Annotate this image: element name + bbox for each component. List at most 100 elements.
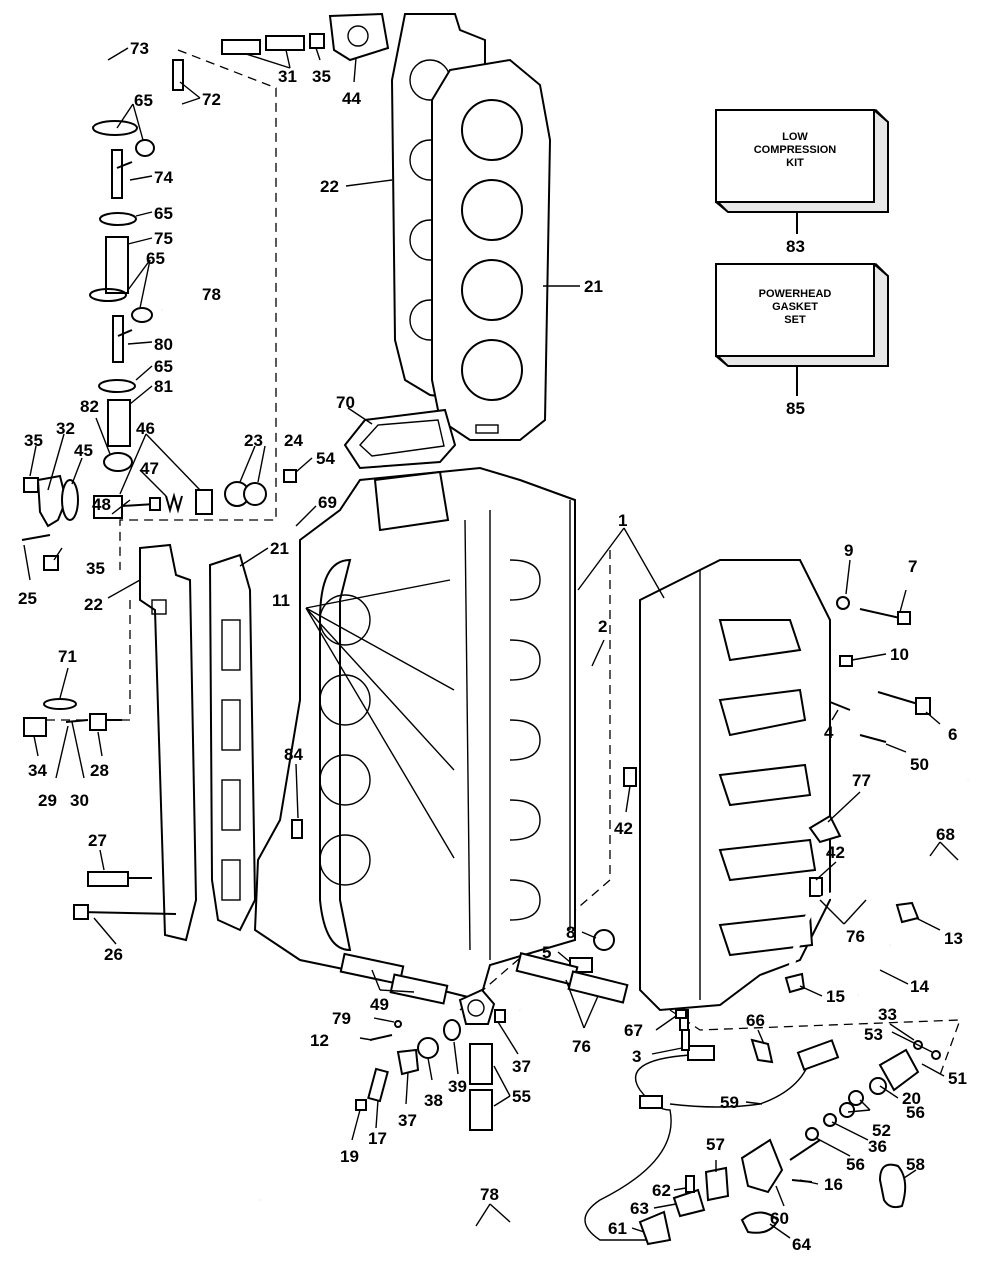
callout: 55 [512,1087,531,1106]
callout: 65 [146,249,165,268]
callout: 22 [320,177,339,196]
callout: 59 [720,1093,739,1112]
callout: 7 [908,557,917,576]
callout: 47 [140,459,159,478]
callout: 42 [614,819,633,838]
callout: 24 [284,431,303,450]
callout: 29 [38,791,57,810]
callout: 35 [86,559,105,578]
drain-84 [291,819,303,839]
hose-72 [172,59,184,91]
callout: 21 [584,277,603,296]
callout: 16 [824,1175,843,1194]
callout: 9 [844,541,853,560]
callout: 38 [424,1091,443,1110]
tubes-31 [221,33,325,55]
callout: 74 [154,168,173,187]
callout: 75 [154,229,173,248]
callout: 57 [706,1135,725,1154]
callout: 20 [902,1089,921,1108]
callout: 52 [872,1121,891,1140]
dashed-leader [40,600,131,721]
kit-label-line: KIT [786,157,804,169]
callout: 37 [398,1111,417,1130]
callout: 2 [598,617,607,636]
head-gasket [431,58,552,441]
callout: 53 [864,1025,883,1044]
callout: 50 [910,755,929,774]
kit-box-low-compression: LOW COMPRESSION KIT [715,109,889,234]
temp-sensor-group [23,698,177,920]
callout: 72 [202,90,221,109]
cover-44 [328,12,390,62]
kit-box-powerhead-gasket: POWERHEAD GASKET SET [715,263,889,396]
kit-label-line: LOW [782,131,808,143]
callout: 83 [786,237,805,256]
callout: 64 [792,1235,811,1254]
callout: 19 [340,1147,359,1166]
callout: 56 [846,1155,865,1174]
callout: 62 [652,1181,671,1200]
callout: 77 [852,771,871,790]
callout-labels: 73 72 65 74 65 75 65 78 80 65 81 82 35 3… [18,39,967,1254]
manifold-gasket-70 [343,408,457,470]
callout: 68 [936,825,955,844]
callout: 35 [312,67,331,86]
callout: 10 [890,645,909,664]
callout: 23 [244,431,263,450]
tubes-49 [339,952,449,1005]
callout: 65 [154,357,173,376]
hose-73 [47,37,110,153]
callout: 63 [630,1199,649,1218]
callout: 3 [632,1047,641,1066]
bolts-right [623,596,931,897]
callout: 56 [906,1103,925,1122]
leader-lines [23,47,959,1239]
callout: 61 [608,1219,627,1238]
valve-group [93,469,297,519]
exhaust-cover-22 [139,543,198,942]
callout: 73 [130,39,149,58]
callout: 42 [826,843,845,862]
thermostat-cover-group [21,474,79,571]
callout: 85 [786,399,805,418]
thermostat-housing-37 [458,988,506,1025]
callout: 45 [74,441,93,460]
callout: 28 [90,761,109,780]
callout: 30 [70,791,89,810]
kit-label-line: GASKET [772,301,818,313]
callout: 79 [332,1009,351,1028]
callout: 5 [542,943,551,962]
callout: 1 [618,511,627,530]
callout: 6 [948,725,957,744]
exhaust-gasket-21 [208,553,257,932]
callout: 11 [272,591,290,610]
hoses-right [784,779,972,998]
callout: 69 [318,493,337,512]
callout: 34 [28,761,47,780]
cylinder-block [253,466,576,1002]
wiring-harness [584,1009,840,1241]
clamps-and-fittings-left [89,120,241,472]
callout: 25 [18,589,37,608]
callout: 31 [278,67,297,86]
callout: 58 [906,1155,925,1174]
callout: 54 [316,449,335,468]
callout: 76 [572,1037,591,1056]
callout: 49 [370,995,389,1014]
bolt-3-and-67 [675,1009,690,1051]
callout: 48 [92,495,111,514]
callout: 60 [770,1209,789,1228]
kit-label-line: COMPRESSION [754,144,837,156]
callout: 82 [80,397,99,416]
callout: 76 [846,927,865,946]
callout: 4 [824,723,834,742]
callout: 12 [310,1031,329,1050]
callout: 36 [868,1137,887,1156]
callout: 84 [284,745,303,764]
callout: 8 [566,923,575,942]
callout: 81 [154,377,173,396]
callout: 51 [948,1069,967,1088]
